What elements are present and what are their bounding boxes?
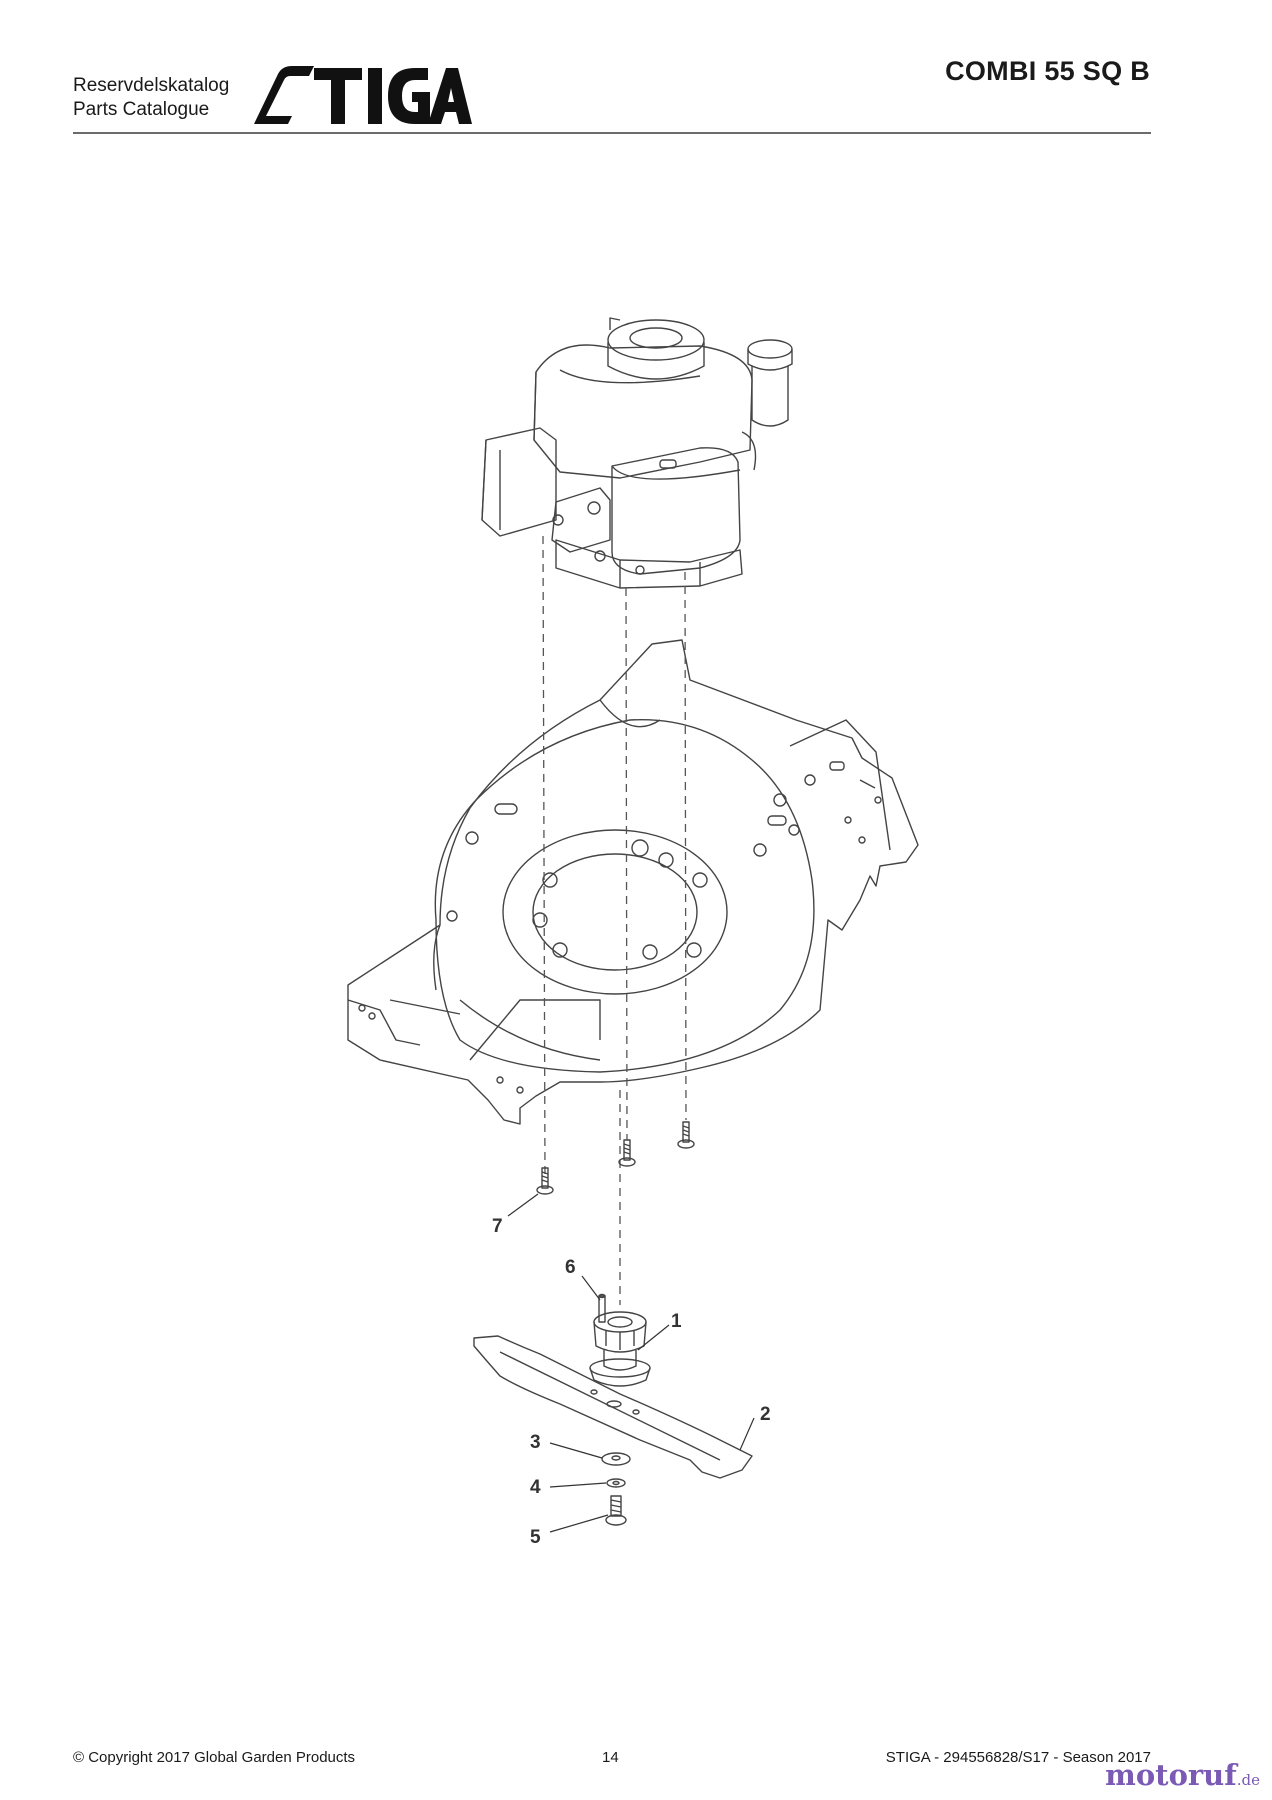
engine-illustration (481, 317, 793, 589)
blade-bolt (605, 1495, 627, 1526)
callout-6: 6 (565, 1257, 576, 1278)
mower-deck-illustration (347, 639, 919, 1125)
callout-1: 1 (671, 1311, 682, 1332)
document-reference: STIGA - 294556828/S17 - Season 2017 (885, 1749, 1151, 1766)
callout-7: 7 (492, 1216, 503, 1237)
callout-4: 4 (530, 1477, 541, 1498)
motoruf-watermark: motoruf.de (1105, 1758, 1260, 1792)
catalog-title-line1: Reservdelskatalog (73, 75, 230, 96)
callout-2: 2 (760, 1404, 771, 1425)
callout-numbers: 1 2 3 4 5 6 7 (492, 1216, 771, 1548)
watermark-tld: .de (1236, 1771, 1260, 1789)
header-divider (73, 132, 1151, 134)
deck-screws (536, 1121, 695, 1195)
key-pin (598, 1293, 606, 1323)
stiga-logo (252, 64, 472, 131)
leader-lines (507, 1193, 755, 1533)
washer (601, 1452, 631, 1466)
model-name: COMBI 55 SQ B (945, 56, 1150, 86)
callout-3: 3 (530, 1432, 541, 1453)
catalog-title-line2: Parts Catalogue (73, 99, 210, 120)
blade-hub (589, 1311, 651, 1387)
copyright-notice: © Copyright 2017 Global Garden Products (73, 1749, 356, 1766)
blade (473, 1335, 753, 1479)
callout-5: 5 (530, 1527, 541, 1548)
watermark-name: motoruf (1105, 1758, 1237, 1792)
lock-washer (606, 1478, 626, 1488)
catalog-title: Reservdelskatalog Parts Catalogue (73, 74, 229, 122)
page-number: 14 (602, 1749, 619, 1766)
assembly-lines (542, 535, 687, 1305)
